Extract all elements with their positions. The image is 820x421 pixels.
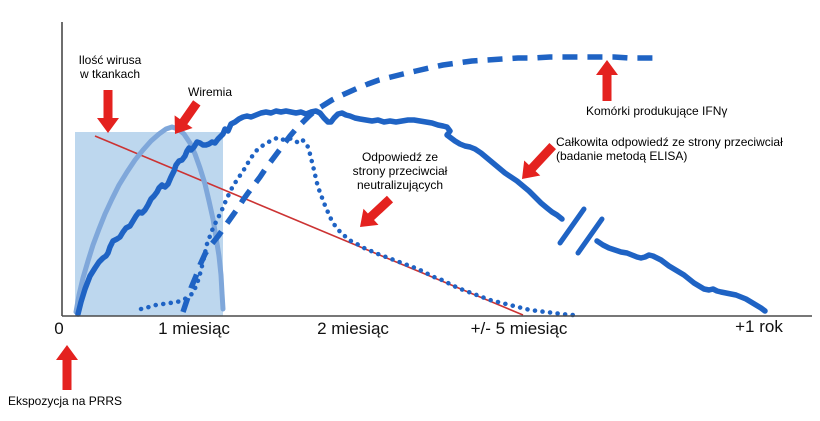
elisa-label-line2: (badanie metodą ELISA) — [556, 149, 688, 164]
x-tick-5-months: +/- 5 miesiąc — [470, 319, 568, 338]
neutralizing-label-line2: strony przeciwciał — [352, 164, 448, 179]
wiremia-label: Wiremia — [188, 85, 232, 99]
wiremia-curve — [73, 124, 226, 315]
x-tick-2-months: 2 miesiąc — [317, 319, 389, 338]
prrs-exposure-label: Ekspozycja na PRRS — [8, 394, 123, 408]
elisa-total-antibody-label: Całkowita odpowiedź ze strony przeciwcia… — [556, 135, 816, 163]
virus-tissue-arrow — [97, 90, 119, 133]
exposure-arrow — [56, 345, 78, 390]
ifn-gamma-cells-label: Komórki produkujące IFNγ — [586, 104, 728, 118]
x-tick-0: 0 — [54, 319, 64, 338]
neutralizing-label-line1: Odpowiedź ze — [361, 150, 439, 164]
virus-in-tissues-label: Ilość wirusa w tkankach — [69, 53, 151, 81]
virus-in-tissues-label-line2: w tkankach — [79, 67, 141, 82]
elisa-total-antibody-curve-seg2 — [594, 238, 768, 314]
elisa-arrow — [522, 143, 556, 179]
early-infection-shaded-region — [75, 132, 223, 316]
neutralizing-label-line3: neutralizujących — [356, 178, 444, 193]
x-tick-1-month: 1 miesiąc — [158, 319, 230, 338]
ifn-arrow — [596, 60, 618, 101]
wiremia-arrow — [174, 100, 201, 134]
x-tick-1-year: +1 rok — [735, 317, 783, 336]
elisa-total-antibody-curve-seg1 — [75, 108, 565, 317]
neutralizing-arrow — [360, 195, 394, 227]
virus-in-tissues-label-line1: Ilość wirusa — [78, 53, 142, 67]
neutralizing-antibody-curve — [138, 135, 579, 318]
curve-break-slash-1 — [557, 206, 587, 246]
virus-in-tissues-line — [94, 135, 524, 316]
elisa-label-line1: Całkowita odpowiedź ze strony przeciwcia… — [556, 135, 783, 149]
neutralizing-antibody-label: Odpowiedź ze strony przeciwciał neutrali… — [346, 150, 454, 192]
curve-break-slash-2 — [575, 216, 605, 256]
ifn-gamma-cells-curve — [180, 54, 658, 313]
